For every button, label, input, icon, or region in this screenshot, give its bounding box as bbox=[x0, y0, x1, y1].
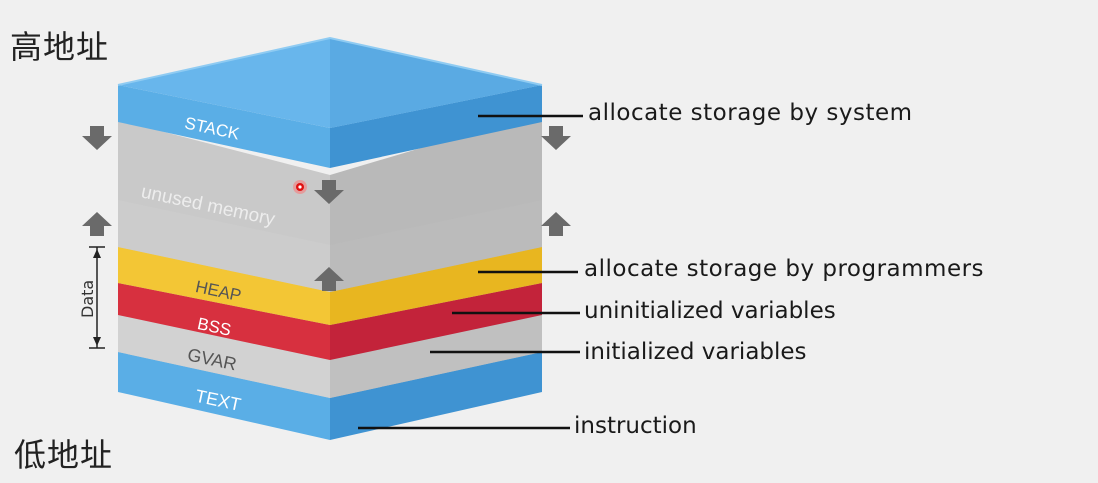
bss-callout: uninitialized variables bbox=[584, 298, 836, 324]
arrow-up-icon bbox=[541, 212, 571, 236]
high-address-label: 高地址 bbox=[10, 28, 110, 66]
cursor-dot-icon bbox=[293, 180, 307, 194]
arrow-down-icon bbox=[541, 126, 571, 150]
data-bracket-label: Data bbox=[78, 280, 97, 318]
heap-segment: HEAP bbox=[118, 247, 542, 325]
callout-lines bbox=[358, 114, 583, 430]
gvar-callout: initialized variables bbox=[584, 339, 807, 365]
stack-callout: allocate storage by system bbox=[588, 100, 913, 126]
arrow-up-icon bbox=[314, 267, 344, 291]
arrow-down-icon bbox=[314, 180, 344, 204]
text-segment: TEXT bbox=[118, 352, 542, 440]
text-callout: instruction bbox=[574, 413, 697, 439]
arrow-up-icon bbox=[82, 212, 112, 236]
bss-segment: BSS bbox=[118, 283, 542, 360]
growth-arrows bbox=[82, 126, 571, 291]
arrow-down-icon bbox=[82, 126, 112, 150]
cube-top bbox=[117, 36, 543, 128]
low-address-label: 低地址 bbox=[14, 436, 114, 474]
data-bracket bbox=[89, 246, 105, 349]
heap-callout: allocate storage by programmers bbox=[584, 256, 985, 282]
gvar-segment: GVAR bbox=[118, 315, 542, 398]
stack-segment: STACK bbox=[118, 85, 542, 168]
